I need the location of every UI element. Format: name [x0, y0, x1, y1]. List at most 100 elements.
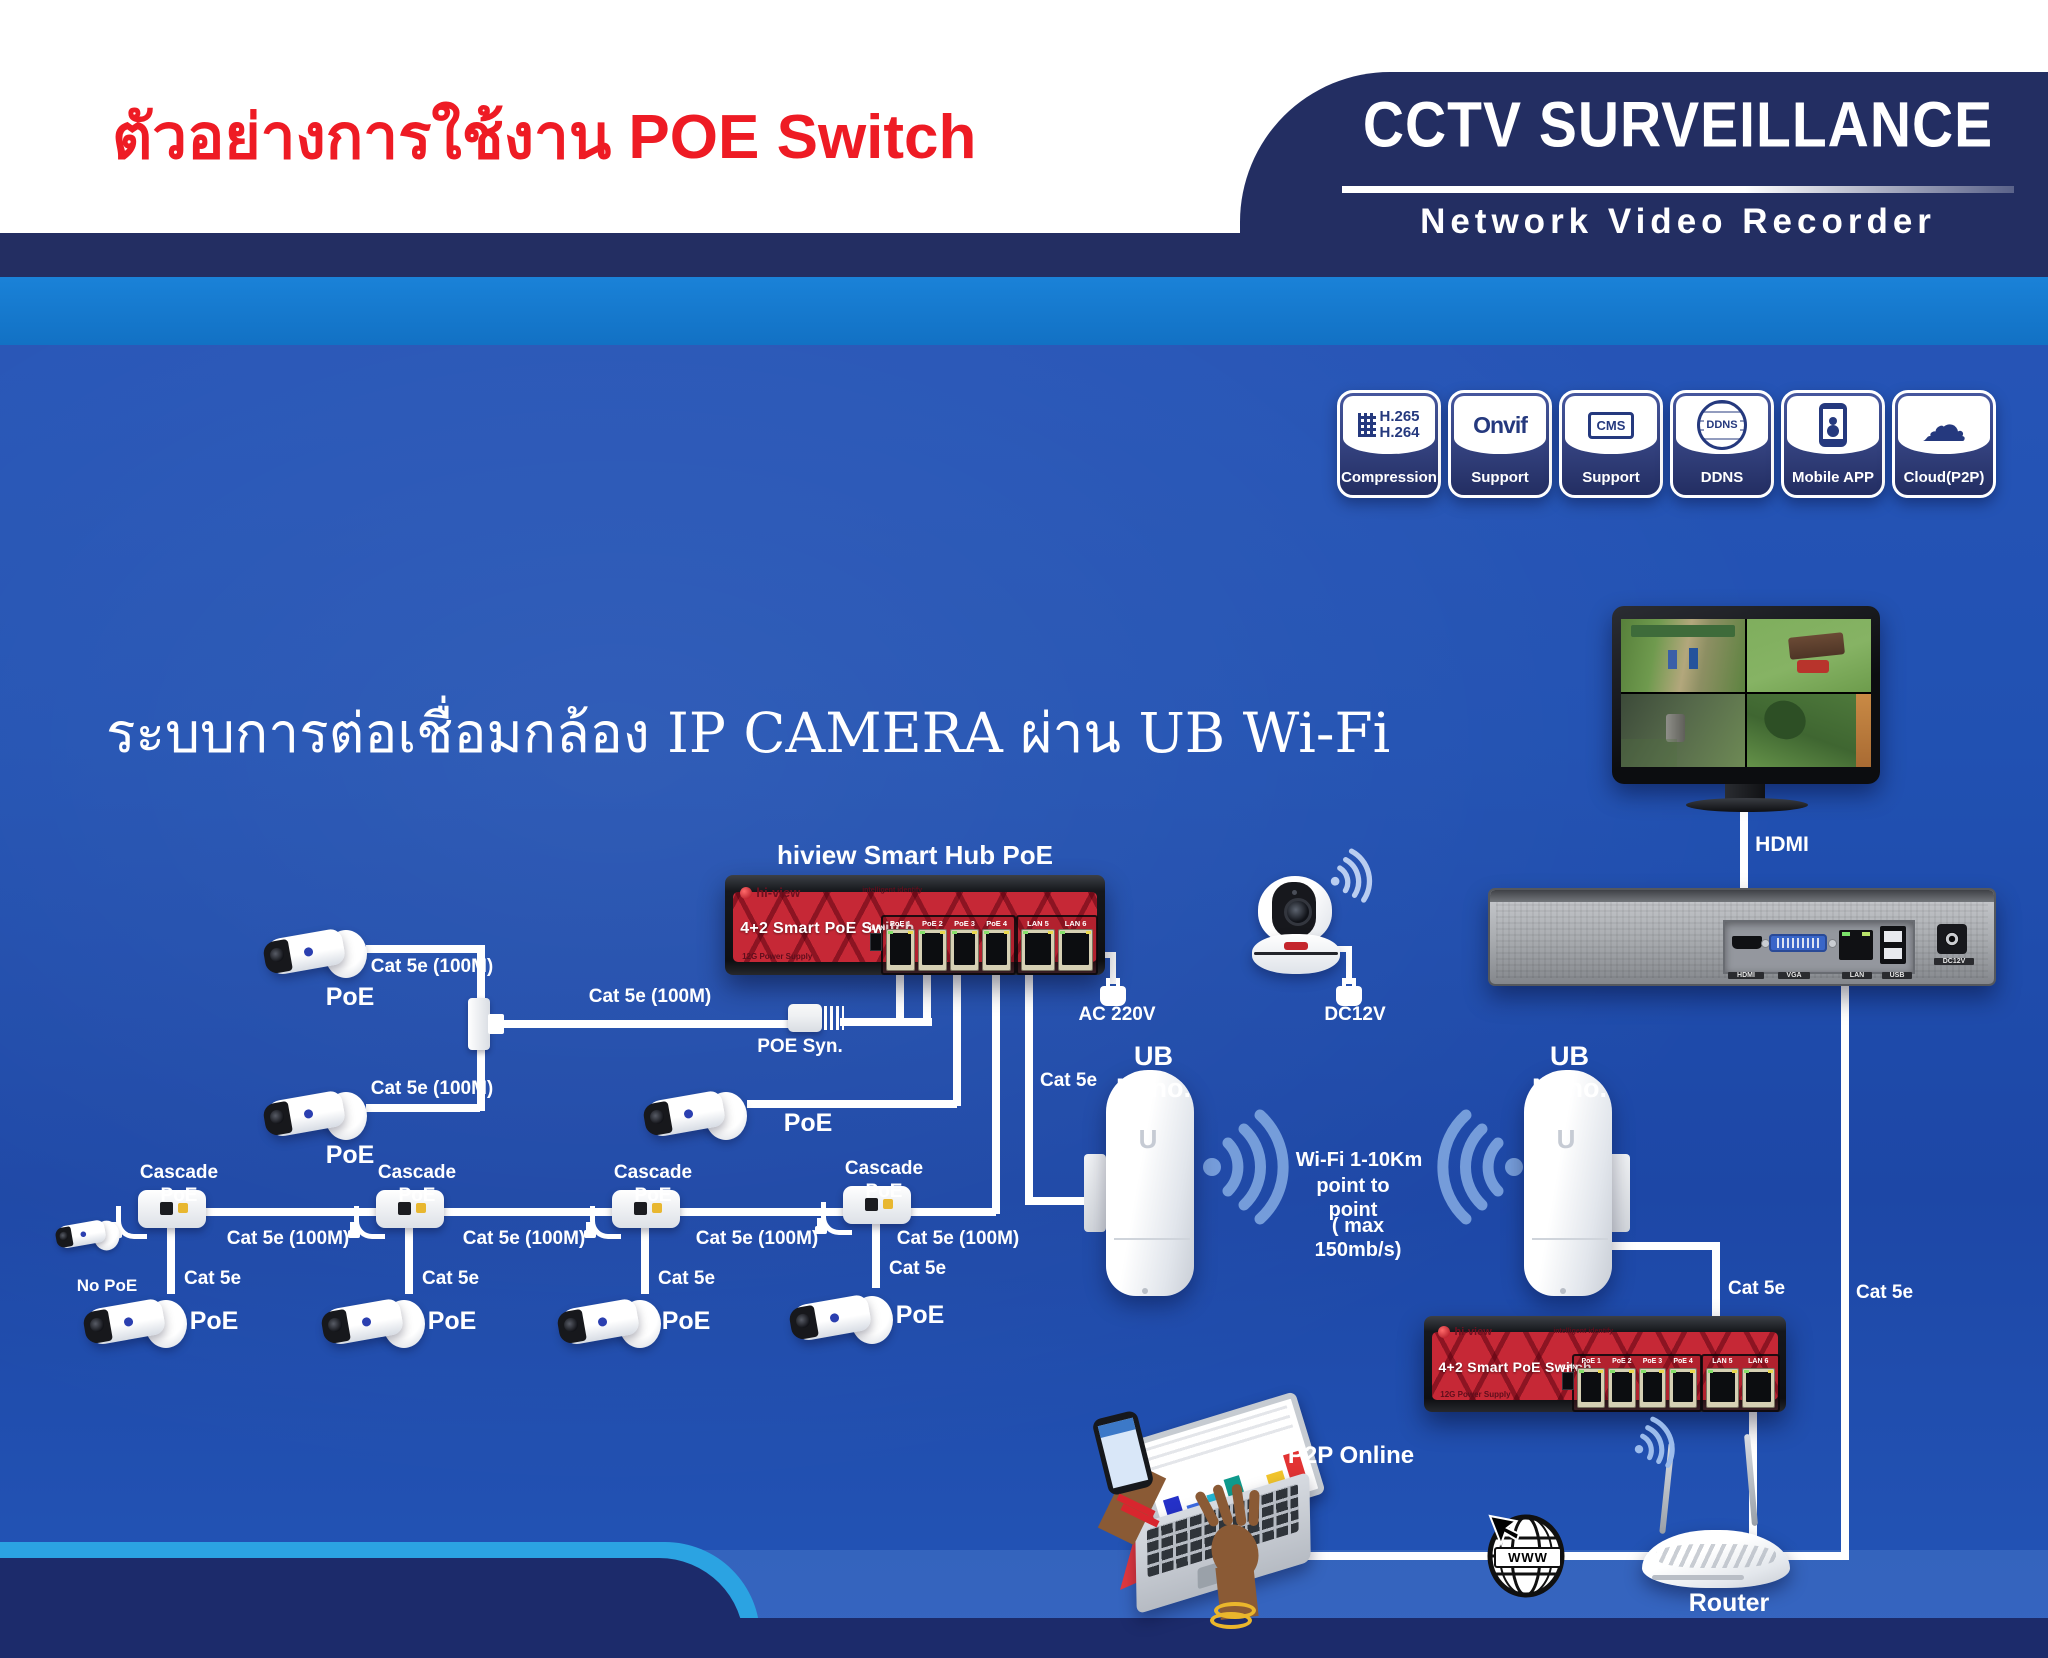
wire-midcam	[747, 1100, 957, 1108]
poe-port-group: PoE 1 PoE 2 PoE 3 PoE 4	[1572, 1354, 1702, 1413]
wifi-right-icon	[1437, 1109, 1523, 1225]
header-blue-strip	[0, 277, 2048, 345]
wire-hdmi	[1740, 806, 1748, 936]
monitor-screen	[1621, 619, 1871, 767]
ip-camera-3	[638, 1078, 753, 1158]
cable-splitter	[468, 998, 490, 1050]
hiview-logo: hi-view	[740, 885, 800, 900]
wire-port3-drop	[953, 964, 961, 1106]
wire-ac-v	[1110, 952, 1116, 984]
switch-model: 4+2 Smart PoE Switch	[1438, 1359, 1592, 1376]
mobile-phone-icon	[1787, 396, 1879, 454]
ubiquiti-logo: U	[1556, 1124, 1576, 1154]
wire-port4-drop	[992, 964, 1000, 1214]
lan-port-group: LAN 5 LAN 6	[1700, 1354, 1780, 1413]
splitter-cable-label: Cat 5e (100M)	[588, 986, 712, 1007]
cascade3-poe-label: PoE	[661, 1307, 711, 1335]
wifi-router	[1634, 1412, 1796, 1602]
ac-plug-icon	[1100, 978, 1126, 1006]
rj45-port	[885, 929, 915, 971]
monitor-base	[1686, 798, 1808, 812]
cable-splitter-stub	[488, 1014, 504, 1034]
wire-nvr-lan-down	[1841, 952, 1849, 1558]
cctv-monitor	[1612, 606, 1880, 816]
nvr-port-panel	[1723, 920, 1915, 974]
link2-label: Cat 5e (100M)	[462, 1228, 586, 1249]
badge-ddns: DDNS DDNS	[1670, 390, 1774, 498]
cascade2-title: Cascade PoE	[377, 1162, 457, 1206]
dc-label: DC12V	[1324, 1004, 1386, 1025]
vga-port-icon	[1769, 934, 1827, 952]
rj45-port	[1058, 929, 1093, 971]
cascade1-poe-label: PoE	[189, 1307, 239, 1335]
monitor-stand	[1725, 784, 1765, 800]
footer-band	[0, 1618, 2048, 1658]
cascade-adapter-3	[584, 1190, 680, 1239]
cascade-adapter-4	[815, 1186, 911, 1235]
poe-port-group: PoE 1 PoE 2 PoE 3 PoE 4	[880, 915, 1017, 975]
header-brand-panel	[1240, 72, 2048, 277]
cascade3-drop-label: Cat 5e	[658, 1268, 716, 1289]
smart-hub-title: hiview Smart Hub PoE	[777, 840, 1053, 870]
brand-divider	[1342, 186, 2014, 193]
switch-power-label: 12G Power Supply	[742, 952, 813, 961]
wire-cascade3-drop	[641, 1228, 649, 1294]
wire-ubnano-right-h	[1608, 1242, 1720, 1250]
cascade-adapter-2	[348, 1190, 444, 1239]
ip-camera-1	[258, 916, 373, 996]
diagram-heading: ระบบการต่อเชื่อมกล้อง IP CAMERA ผ่าน UB …	[106, 701, 1391, 765]
wire-splitter-to-poesyn	[503, 1020, 792, 1028]
ddns-icon: DDNS	[1676, 396, 1768, 454]
camera1-poe-label: PoE	[325, 983, 375, 1011]
cascade1-camera	[78, 1286, 193, 1366]
cascade1-drop-label: Cat 5e	[184, 1268, 242, 1289]
wire-port2-drop	[923, 964, 931, 1022]
link1-label: Cat 5e (100M)	[226, 1228, 350, 1249]
vlan-dip-switch: VLAN	[1557, 1364, 1579, 1390]
ubiquiti-logo: U	[1138, 1124, 1158, 1154]
cctv-quad-4	[1747, 694, 1871, 767]
ubnano-right-cable-label: Cat 5e	[1728, 1278, 1786, 1299]
hdmi-label: HDMI	[1755, 833, 1809, 856]
nvr-dc-tag: DC12V	[1934, 958, 1974, 965]
p2p-online-label: P2P Online	[1287, 1442, 1415, 1469]
poe-switch-2: hi-view intelligent identify 4+2 Smart P…	[1424, 1316, 1786, 1413]
wire-cascade4-drop	[872, 1224, 880, 1288]
cctv-quad-3	[1621, 694, 1745, 767]
badge-cloud-p2p: ☁ Cloud(P2P)	[1892, 390, 1996, 498]
no-poe-label: No PoE	[76, 1276, 138, 1295]
hdmi-port-icon	[1732, 936, 1762, 949]
wire-ubnano-right-v	[1712, 1242, 1720, 1372]
ubnano-left: U	[1084, 1070, 1200, 1302]
laptop-user-illustration	[1091, 1391, 1326, 1629]
cascade3-camera	[552, 1286, 667, 1366]
ubnano-right: U	[1514, 1070, 1630, 1302]
link3-label: Cat 5e (100M)	[695, 1228, 819, 1249]
dc-jack-icon	[1937, 924, 1967, 954]
rj45-port	[1669, 1368, 1697, 1409]
wifi-icon	[1330, 848, 1373, 903]
cms-icon: CMS	[1565, 396, 1657, 454]
wire-dc-v	[1346, 946, 1352, 984]
nvr-lan-tag: LAN	[1842, 972, 1872, 979]
cam1-cable-label: Cat 5e (100M)	[370, 956, 494, 977]
camera3-poe-label: PoE	[783, 1109, 833, 1137]
ptz-camera	[1242, 872, 1352, 980]
nvr-hdmi-tag: HDMI	[1728, 972, 1764, 979]
cascade4-title: Cascade PoE	[844, 1158, 924, 1202]
poe-switch-1: hi-view intelligent identify 4+2 Smart P…	[725, 875, 1105, 975]
ac-label: AC 220V	[1078, 1004, 1156, 1025]
hiview-logo: hi-view	[1438, 1325, 1492, 1338]
lan-port-icon	[1839, 930, 1873, 960]
dc-plug-icon	[1336, 978, 1362, 1006]
wire-port1-drop	[896, 964, 904, 1022]
nvr-vga-tag: VGA	[1778, 972, 1810, 979]
rj45-port	[1705, 1368, 1739, 1409]
nvr-cable-label: Cat 5e	[1856, 1282, 1914, 1303]
wire-cascade1-drop	[167, 1228, 175, 1294]
rj45-port	[1577, 1368, 1606, 1409]
poe-syn-fins	[824, 1006, 844, 1030]
cascade4-drop-label: Cat 5e	[889, 1258, 947, 1279]
switch-power-label: 12G Power Supply	[1440, 1389, 1511, 1399]
